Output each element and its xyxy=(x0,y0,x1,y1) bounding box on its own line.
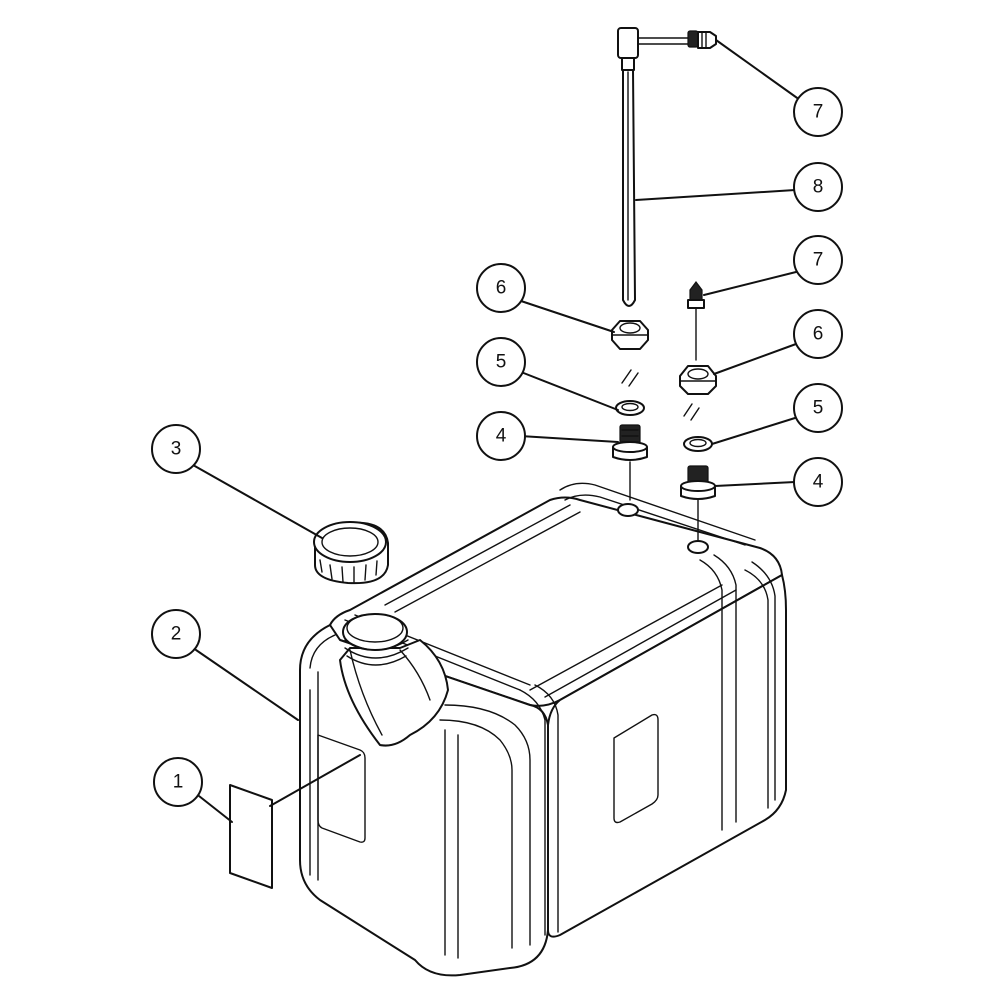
callout-label: 8 xyxy=(813,177,824,198)
callout-7-top: 7 xyxy=(793,87,843,137)
callout-3: 3 xyxy=(151,424,201,474)
callout-6-left: 6 xyxy=(476,263,526,313)
callout-label: 4 xyxy=(813,472,824,493)
callout-label: 6 xyxy=(496,278,507,299)
callout-label: 1 xyxy=(173,772,184,793)
callout-label: 6 xyxy=(813,324,824,345)
callout-label: 5 xyxy=(496,352,507,373)
nut-icon xyxy=(611,320,649,350)
callout-5-right: 5 xyxy=(793,383,843,433)
callout-6-right: 6 xyxy=(793,309,843,359)
callout-label: 2 xyxy=(171,624,182,645)
bulkhead-fitting-icon-2 xyxy=(680,465,716,500)
callout-label: 5 xyxy=(813,398,824,419)
callout-8: 8 xyxy=(793,162,843,212)
pickup-tube-icon xyxy=(617,27,689,307)
callout-7-lower: 7 xyxy=(793,235,843,285)
nut-icon-2 xyxy=(679,365,717,395)
fuel-tank-icon xyxy=(299,482,787,977)
callout-label: 4 xyxy=(496,426,507,447)
callout-label: 7 xyxy=(813,250,824,271)
callout-2: 2 xyxy=(151,609,201,659)
callout-5-left: 5 xyxy=(476,337,526,387)
bulkhead-fitting-icon xyxy=(612,424,648,461)
label-plate-icon xyxy=(229,784,273,889)
tank-side-face xyxy=(547,574,787,938)
tank-front-window xyxy=(317,734,366,843)
washer-icon xyxy=(615,400,645,416)
callout-4-right: 4 xyxy=(793,457,843,507)
tank-port-hole-right xyxy=(687,540,709,554)
callout-1: 1 xyxy=(153,757,203,807)
callout-4-left: 4 xyxy=(476,411,526,461)
washer-icon-2 xyxy=(683,436,713,452)
callout-label: 3 xyxy=(171,439,182,460)
leader-lines xyxy=(192,39,801,823)
filler-cap-icon xyxy=(313,521,389,585)
hose-connector-icon xyxy=(687,30,717,49)
callout-label: 7 xyxy=(813,102,824,123)
tank-port-hole-left xyxy=(617,503,639,517)
tank-filler-neck xyxy=(339,639,449,747)
tank-side-window xyxy=(613,713,659,824)
hose-connector-icon-2 xyxy=(687,281,705,361)
